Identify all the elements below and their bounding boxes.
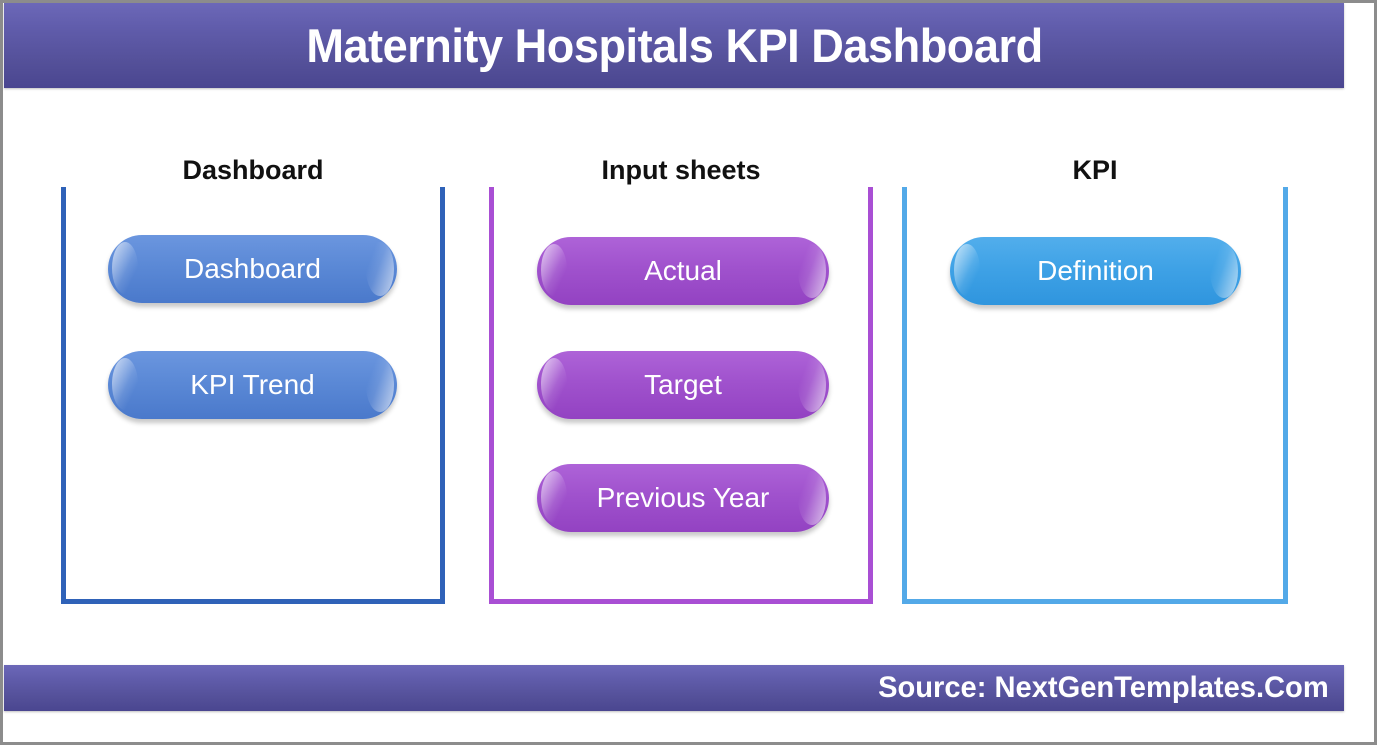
sheet-button-target-label: Target [644,369,722,400]
group-kpi-title: KPI [902,153,1288,187]
sheet-button-definition[interactable]: Definition [950,237,1241,305]
page-title: Maternity Hospitals KPI Dashboard [305,19,1043,72]
sheet-button-previous-year-label: Previous Year [596,482,770,513]
sheet-button-kpi-trend[interactable]: KPI Trend [108,351,397,419]
source-label: Source: NextGenTemplates.Com [878,671,1330,704]
sheet-button-target[interactable]: Target [537,351,829,419]
sheet-button-actual-label: Actual [644,255,722,286]
sheet-button-actual[interactable]: Actual [537,237,829,305]
sheet-button-dashboard[interactable]: Dashboard [108,235,397,303]
sheet-button-definition-label: Definition [1037,255,1154,286]
footer-bar: Source: NextGenTemplates.Com [4,665,1344,711]
groups-container: Dashboard Dashboard KPI Trend Input shee… [3,153,1374,623]
group-dashboard-title: Dashboard [61,153,445,187]
sheet-button-dashboard-label: Dashboard [184,253,321,284]
title-bar: Maternity Hospitals KPI Dashboard [4,3,1344,88]
group-input-sheets-title: Input sheets [489,153,873,187]
sheet-button-kpi-trend-label: KPI Trend [190,369,315,400]
sheet-button-previous-year[interactable]: Previous Year [537,464,829,532]
